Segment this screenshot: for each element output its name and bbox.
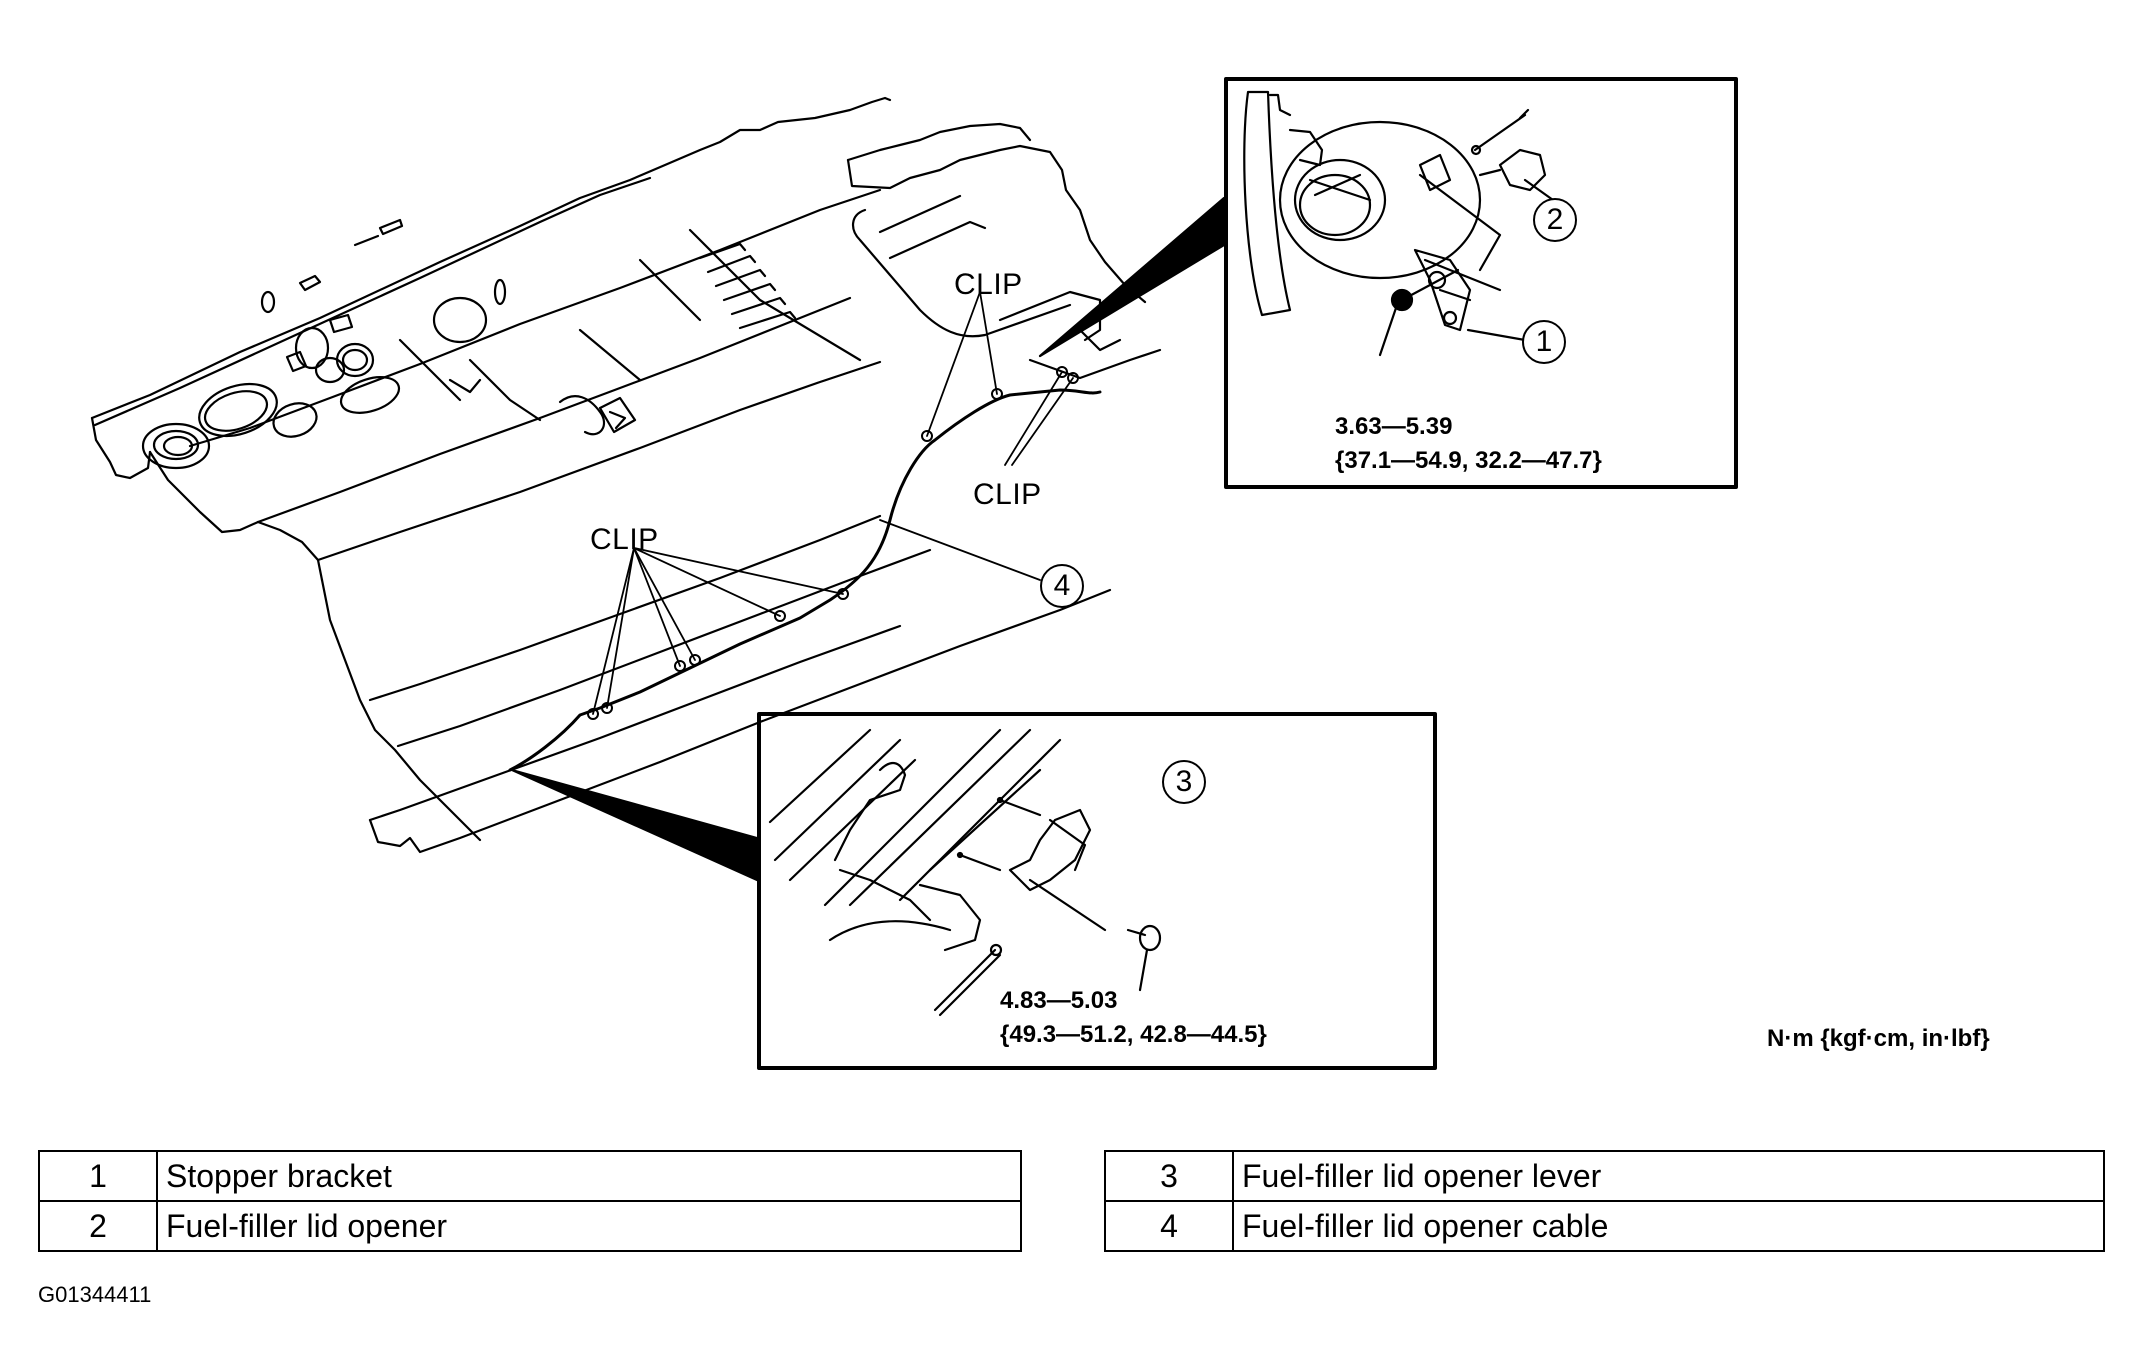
figure-id: G01344411 — [38, 1282, 152, 1307]
lower-inset-torque: 4.83—5.03 {49.3—51.2, 42.8—44.5} — [1000, 984, 1267, 1052]
upper-inset — [1224, 77, 1738, 489]
clip-label-lower-right: CLIP — [973, 478, 1042, 511]
clip-marker — [587, 708, 599, 720]
clip-marker — [1067, 372, 1079, 384]
callout-2: 2 — [1533, 198, 1577, 242]
clip-label-upper: CLIP — [954, 268, 1023, 301]
table-row: 4 Fuel-filler lid opener cable — [1104, 1200, 2105, 1252]
part-number: 1 — [38, 1150, 158, 1202]
lower-inset — [757, 712, 1437, 1070]
vehicle-floor-pan — [90, 96, 1162, 854]
part-name: Fuel-filler lid opener lever — [1232, 1150, 2105, 1202]
clip-markers — [587, 366, 1079, 720]
part-number: 4 — [1104, 1200, 1234, 1252]
upper-inset-torque: 3.63—5.39 {37.1—54.9, 32.2—47.7} — [1335, 410, 1602, 478]
clip-leaders — [592, 291, 1074, 715]
lower-inset-pointer — [510, 768, 759, 882]
legend-table-right: 3 Fuel-filler lid opener lever 4 Fuel-fi… — [1104, 1150, 2105, 1252]
upper-inset-pointer — [1038, 196, 1226, 358]
clip-marker — [921, 430, 933, 442]
upper-torque-nm: 3.63—5.39 — [1335, 413, 1453, 440]
part-name: Fuel-filler lid opener — [156, 1200, 1022, 1252]
part-number: 3 — [1104, 1150, 1234, 1202]
legend-table-left: 1 Stopper bracket 2 Fuel-filler lid open… — [38, 1150, 1022, 1252]
upper-torque-alt: {37.1—54.9, 32.2—47.7} — [1335, 447, 1602, 474]
table-row: 1 Stopper bracket — [38, 1150, 1022, 1202]
torque-units: N·m {kgf·cm, in·lbf} — [1767, 1025, 1990, 1052]
clip-marker — [774, 610, 786, 622]
clip-marker — [674, 660, 686, 672]
callout-1: 1 — [1522, 320, 1566, 364]
clip-label-left: CLIP — [590, 523, 659, 556]
table-row: 3 Fuel-filler lid opener lever — [1104, 1150, 2105, 1202]
table-row: 2 Fuel-filler lid opener — [38, 1200, 1022, 1252]
clip-marker — [837, 588, 849, 600]
opener-cable — [508, 388, 1102, 772]
clip-marker — [1056, 366, 1068, 378]
callout-3: 3 — [1162, 760, 1206, 804]
part-name: Stopper bracket — [156, 1150, 1022, 1202]
part-number: 2 — [38, 1200, 158, 1252]
lower-torque-alt: {49.3—51.2, 42.8—44.5} — [1000, 1021, 1267, 1048]
part-name: Fuel-filler lid opener cable — [1232, 1200, 2105, 1252]
clip-marker — [689, 654, 701, 666]
callout-4: 4 — [1040, 564, 1084, 608]
lower-torque-nm: 4.83—5.03 — [1000, 987, 1118, 1014]
